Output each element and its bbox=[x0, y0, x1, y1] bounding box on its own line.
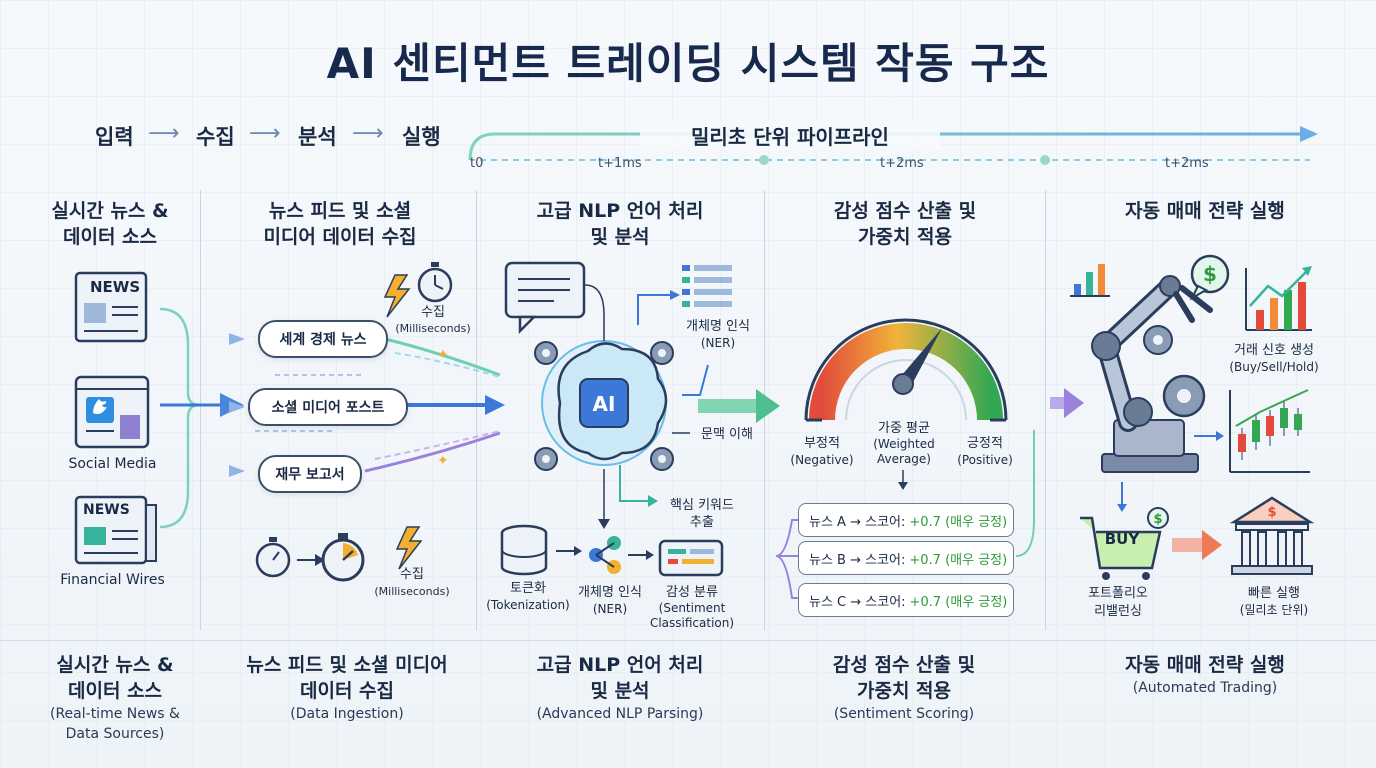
collect-label: 수집 bbox=[400, 567, 424, 582]
milliseconds-label: (Milliseconds) bbox=[374, 585, 450, 598]
nlp-header: 고급 NLP 언어 처리 및 분석 bbox=[536, 200, 704, 248]
svg-text:✦: ✦ bbox=[437, 347, 449, 363]
sources-header: 실시간 뉴스 & 데이터 소스 bbox=[51, 200, 169, 248]
svg-text:✦: ✦ bbox=[437, 453, 449, 469]
pipeline-label: 밀리초 단위 파이프라인 bbox=[640, 121, 940, 150]
weighted-label: 가중 평균 bbox=[878, 421, 930, 436]
score-row: 뉴스 A → 스코어:+0.7 (매우 긍정) bbox=[798, 503, 1014, 537]
ner-en-label: (NER) bbox=[700, 336, 736, 350]
footer-divider bbox=[0, 640, 1376, 641]
footer-subtitle: (Advanced NLP Parsing) bbox=[536, 706, 704, 722]
negative-en-label: (Negative) bbox=[790, 453, 854, 467]
tick-label: t0 bbox=[470, 156, 484, 171]
ingestion-graphics: ✦ ✦ bbox=[229, 262, 505, 582]
pill-world-economy-news: 세계 경제 뉴스 bbox=[258, 320, 388, 358]
ai-chip-label: AI bbox=[592, 392, 616, 416]
score-text: 뉴스 A → 스코어: bbox=[809, 514, 906, 530]
footer-subtitle: (Sentiment Scoring) bbox=[833, 706, 975, 722]
footer-title: 자동 매매 전략 실행 bbox=[1125, 654, 1285, 676]
pill-social-media-posts: 소셜 미디어 포스트 bbox=[248, 388, 408, 426]
buy-cart-icon: $ bbox=[1080, 507, 1169, 580]
footer-title: 실시간 뉴스 & 데이터 소스 bbox=[56, 654, 174, 702]
collect-label: 수집 bbox=[421, 305, 445, 320]
column-divider bbox=[476, 190, 477, 630]
flow-arrow-icon: ⟶ bbox=[352, 121, 384, 146]
footer-item-ingestion: 뉴스 피드 및 소셜 미디어 데이터 수집 (Data Ingestion) bbox=[222, 652, 472, 724]
score-text: 뉴스 B → 스코어: bbox=[809, 552, 906, 568]
financial-wires-label: Financial Wires bbox=[60, 572, 165, 588]
svg-text:$: $ bbox=[1153, 512, 1162, 527]
footer-item-trading: 자동 매매 전략 실행 (Automated Trading) bbox=[1060, 652, 1350, 698]
score-value: +0.7 (매우 긍정) bbox=[909, 514, 1008, 530]
newspaper-icon bbox=[74, 271, 148, 343]
signal-label: 거래 신호 생성 bbox=[1233, 343, 1315, 358]
financial-wire-icon bbox=[74, 495, 157, 565]
score-text: 뉴스 C → 스코어: bbox=[809, 594, 906, 610]
footer-subtitle: (Real-time News & Data Sources) bbox=[50, 706, 180, 742]
score-row: 뉴스 C → 스코어:+0.7 (매우 긍정) bbox=[798, 583, 1014, 617]
positive-en-label: (Positive) bbox=[957, 453, 1013, 467]
nlp-graphics bbox=[500, 261, 780, 577]
news-tag: NEWS bbox=[83, 502, 130, 518]
signal-en-label: (Buy/Sell/Hold) bbox=[1229, 360, 1319, 374]
ingestion-header: 뉴스 피드 및 소셜 미디어 데이터 수집 bbox=[263, 200, 417, 248]
weighted-en-label: (Weighted Average) bbox=[873, 437, 935, 466]
score-row: 뉴스 B → 스코어:+0.7 (매우 긍정) bbox=[798, 541, 1014, 575]
sentiment-label: 감성 분류 bbox=[666, 585, 718, 600]
footer-subtitle: (Automated Trading) bbox=[1132, 680, 1278, 696]
footer-title: 감성 점수 산출 및 가중치 적용 bbox=[832, 654, 976, 702]
sources-graphics bbox=[74, 271, 244, 565]
scoring-graphics bbox=[776, 318, 1035, 599]
tokenize-en-label: (Tokenization) bbox=[486, 598, 570, 612]
negative-label: 부정적 bbox=[804, 436, 840, 451]
tick-label: t+2ms bbox=[880, 156, 924, 171]
footer-item-nlp: 고급 NLP 언어 처리 및 분석 (Advanced NLP Parsing) bbox=[490, 652, 750, 724]
ner2-en-label: (NER) bbox=[592, 602, 628, 616]
svg-text:$: $ bbox=[1203, 262, 1217, 286]
svg-text:$: $ bbox=[1267, 505, 1276, 520]
sentiment-en-label: (Sentiment Classification) bbox=[649, 601, 735, 630]
tick-label: t+1ms bbox=[598, 156, 642, 171]
classification-icon bbox=[658, 539, 724, 577]
pill-financial-reports: 재무 보고서 bbox=[258, 455, 362, 493]
page-title: AI 센티먼트 트레이딩 시스템 작동 구조 bbox=[326, 39, 1050, 88]
bank-icon: $ bbox=[1229, 496, 1315, 575]
ner2-label: 개체명 인식 bbox=[578, 585, 642, 600]
column-divider bbox=[1045, 190, 1046, 630]
context-label: 문맥 이해 bbox=[701, 427, 753, 442]
column-divider bbox=[200, 190, 201, 630]
tick-label: t+2ms bbox=[1165, 156, 1209, 171]
network-icon bbox=[589, 536, 621, 574]
fast-execution-label: 빠른 실행 bbox=[1248, 586, 1300, 601]
flow-step-collect: 수집 bbox=[196, 125, 235, 149]
footer-title: 고급 NLP 언어 처리 및 분석 bbox=[536, 654, 704, 702]
trading-graphics: $ $ bbox=[1050, 254, 1315, 580]
buy-label: BUY bbox=[1104, 530, 1140, 548]
milliseconds-label: (Milliseconds) bbox=[395, 322, 471, 335]
score-value: +0.7 (매우 긍정) bbox=[909, 594, 1008, 610]
footer-item-scoring: 감성 점수 산출 및 가중치 적용 (Sentiment Scoring) bbox=[776, 652, 1032, 724]
fast-execution-en-label: (밀리초 단위) bbox=[1239, 603, 1309, 617]
score-value: +0.7 (매우 긍정) bbox=[909, 552, 1008, 568]
tokenize-label: 토큰화 bbox=[510, 581, 546, 596]
news-tag: NEWS bbox=[90, 278, 141, 296]
rebalance-label: 포트폴리오 리밸런싱 bbox=[1088, 586, 1148, 619]
ner-label: 개체명 인식 bbox=[686, 319, 750, 334]
footer-item-sources: 실시간 뉴스 & 데이터 소스 (Real-time News & Data S… bbox=[15, 652, 215, 744]
flow-step-execute: 실행 bbox=[402, 125, 441, 149]
flow-step-input: 입력 bbox=[95, 125, 134, 149]
flow-arrow-icon: ⟶ bbox=[249, 121, 281, 146]
social-media-label: Social Media bbox=[68, 456, 157, 472]
positive-label: 긍정적 bbox=[967, 436, 1003, 451]
database-icon bbox=[500, 524, 548, 576]
social-media-icon bbox=[74, 375, 150, 449]
keywords-label: 핵심 키워드 추출 bbox=[670, 498, 734, 530]
flow-arrow-icon: ⟶ bbox=[148, 121, 180, 146]
scoring-header: 감성 점수 산출 및 가중치 적용 bbox=[833, 200, 977, 248]
pipeline-timeline bbox=[60, 126, 1318, 165]
footer-title: 뉴스 피드 및 소셜 미디어 데이터 수집 bbox=[246, 654, 448, 702]
footer-subtitle: (Data Ingestion) bbox=[290, 706, 404, 722]
trading-header: 자동 매매 전략 실행 bbox=[1125, 200, 1285, 222]
flow-step-analyze: 분석 bbox=[298, 125, 337, 149]
